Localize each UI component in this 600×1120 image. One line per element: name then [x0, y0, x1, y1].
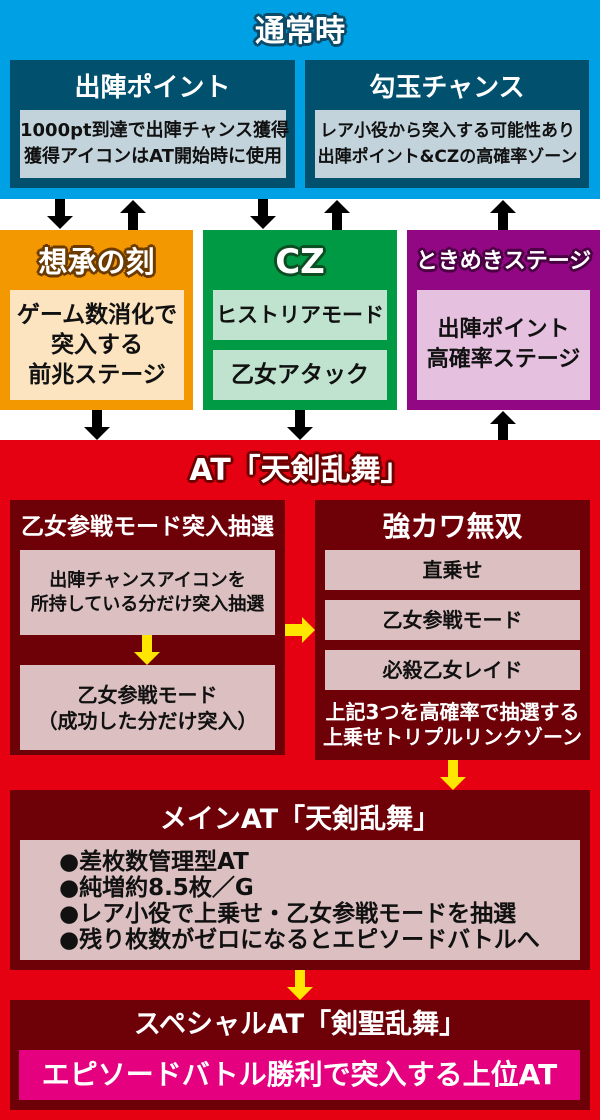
- description-line: 獲得アイコンはAT開始時に使用: [24, 146, 282, 167]
- sortie-point-heading: 出陣ポイント: [74, 73, 231, 103]
- magatama-chance-box: 勾玉チャンス レア小役から突入する可能性あり 出陣ポイント&CZの高確率ゾーン: [305, 60, 589, 188]
- description-line: 出陣ポイント: [437, 317, 570, 342]
- arrow-down-icon: [84, 410, 110, 440]
- souzou-no-toki-box: 想承の刻 ゲーム数消化で 突入する 前兆ステージ: [0, 230, 193, 410]
- feature-bullet: ●レア小役で上乗せ・乙女参戦モードを抽選: [59, 901, 517, 927]
- kyokawa-item-otome-raid: 必殺乙女レイド: [325, 650, 580, 690]
- description-line: 所持している分だけ突入抽選: [30, 594, 265, 615]
- tokimeki-stage-title: ときめきステージ: [415, 249, 592, 274]
- sortie-point-description: 1000pt到達で出陣チャンス獲得 獲得アイコンはAT開始時に使用: [20, 110, 290, 178]
- main-at-title: メインAT「天剣乱舞」: [159, 804, 441, 835]
- tokimeki-stage-description: 出陣ポイント 高確率ステージ: [417, 290, 590, 400]
- kyokawa-note: 上記3つを高確率で抽選する 上乗せトリプルリンクゾーン: [315, 700, 590, 750]
- arrow-down-icon: [250, 199, 276, 229]
- description-line: 突入する: [51, 332, 143, 358]
- special-at-description: エピソードバトル勝利で突入する上位AT: [19, 1050, 580, 1100]
- description-line: 乙女参戦モード: [77, 683, 218, 707]
- cz-box: CZ ヒストリアモード 乙女アタック: [203, 230, 397, 410]
- description-line: 出陣ポイント&CZの高確率ゾーン: [317, 147, 578, 167]
- arrow-up-icon: [120, 200, 146, 230]
- magatama-chance-heading: 勾玉チャンス: [369, 73, 525, 103]
- kyokawa-item-otome-mode: 乙女参戦モード: [325, 600, 580, 640]
- arrow-up-icon: [324, 200, 350, 230]
- feature-bullet: ●残り枚数がゼロになるとエピソードバトルへ: [59, 927, 540, 953]
- arrow-up-icon: [490, 411, 516, 441]
- entry-lottery-step1: 出陣チャンスアイコンを 所持している分だけ突入抽選: [20, 550, 275, 635]
- yellow-arrow-down-icon: [134, 635, 160, 665]
- main-at-box: メインAT「天剣乱舞」 ●差枚数管理型AT ●純増約8.5枚／G ●レア小役で上…: [10, 790, 590, 970]
- cz-item-historia-mode: ヒストリアモード: [213, 290, 387, 340]
- description-line: レア小役から突入する可能性あり: [320, 121, 575, 141]
- note-line: 上記3つを高確率で抽選する: [325, 700, 580, 724]
- description-line: 出陣チャンスアイコンを: [49, 570, 246, 591]
- cz-item-otome-attack: 乙女アタック: [213, 350, 387, 400]
- souzou-no-toki-description: ゲーム数消化で 突入する 前兆ステージ: [10, 290, 184, 400]
- description-line: 前兆ステージ: [28, 362, 166, 388]
- arrow-down-icon: [47, 199, 73, 229]
- description-line: ゲーム数消化で: [16, 302, 178, 328]
- yellow-arrow-down-icon: [287, 970, 313, 1000]
- main-at-features: ●差枚数管理型AT ●純増約8.5枚／G ●レア小役で上乗せ・乙女参戦モードを抽…: [20, 840, 580, 960]
- at-section-title: AT「天剣乱舞」: [189, 453, 411, 488]
- normal-section-title: 通常時: [255, 14, 345, 49]
- feature-bullet: ●純増約8.5枚／G: [59, 875, 254, 901]
- arrow-down-icon: [287, 410, 313, 440]
- sortie-point-box: 出陣ポイント 1000pt到達で出陣チャンス獲得 獲得アイコンはAT開始時に使用: [10, 60, 295, 188]
- otome-entry-lottery-title: 乙女参戦モード突入抽選: [21, 514, 274, 540]
- description-line: （成功した分だけ突入）: [37, 709, 258, 733]
- feature-bullet: ●差枚数管理型AT: [59, 849, 249, 875]
- description-line: 1000pt到達で出陣チャンス獲得: [20, 120, 290, 141]
- note-line: 上乗せトリプルリンクゾーン: [323, 725, 582, 749]
- yellow-arrow-right-icon: [285, 617, 315, 643]
- at-section: AT「天剣乱舞」 乙女参戦モード突入抽選 出陣チャンスアイコンを 所持している分…: [0, 440, 600, 1120]
- yellow-arrow-down-icon: [440, 760, 466, 790]
- entry-lottery-step2: 乙女参戦モード （成功した分だけ突入）: [20, 665, 275, 750]
- magatama-chance-description: レア小役から突入する可能性あり 出陣ポイント&CZの高確率ゾーン: [315, 110, 580, 178]
- kyokawa-item-direct-add: 直乗せ: [325, 550, 580, 590]
- souzou-no-toki-title: 想承の刻: [38, 245, 155, 279]
- tokimeki-stage-box: ときめきステージ 出陣ポイント 高確率ステージ: [407, 230, 600, 410]
- kyokawa-musou-box: 強カワ無双 直乗せ 乙女参戦モード 必殺乙女レイド 上記3つを高確率で抽選する …: [315, 500, 590, 760]
- special-at-title: スペシャルAT「剣聖乱舞」: [133, 1009, 467, 1040]
- arrow-up-icon: [490, 200, 516, 230]
- description-line: 高確率ステージ: [426, 347, 581, 372]
- special-at-box: スペシャルAT「剣聖乱舞」 エピソードバトル勝利で突入する上位AT: [10, 1000, 590, 1110]
- cz-title: CZ: [275, 242, 325, 282]
- otome-entry-lottery-box: 乙女参戦モード突入抽選 出陣チャンスアイコンを 所持している分だけ突入抽選 乙女…: [10, 500, 285, 755]
- kyokawa-musou-title: 強カワ無双: [382, 510, 523, 543]
- normal-section: 通常時 出陣ポイント 1000pt到達で出陣チャンス獲得 獲得アイコンはAT開始…: [0, 0, 600, 199]
